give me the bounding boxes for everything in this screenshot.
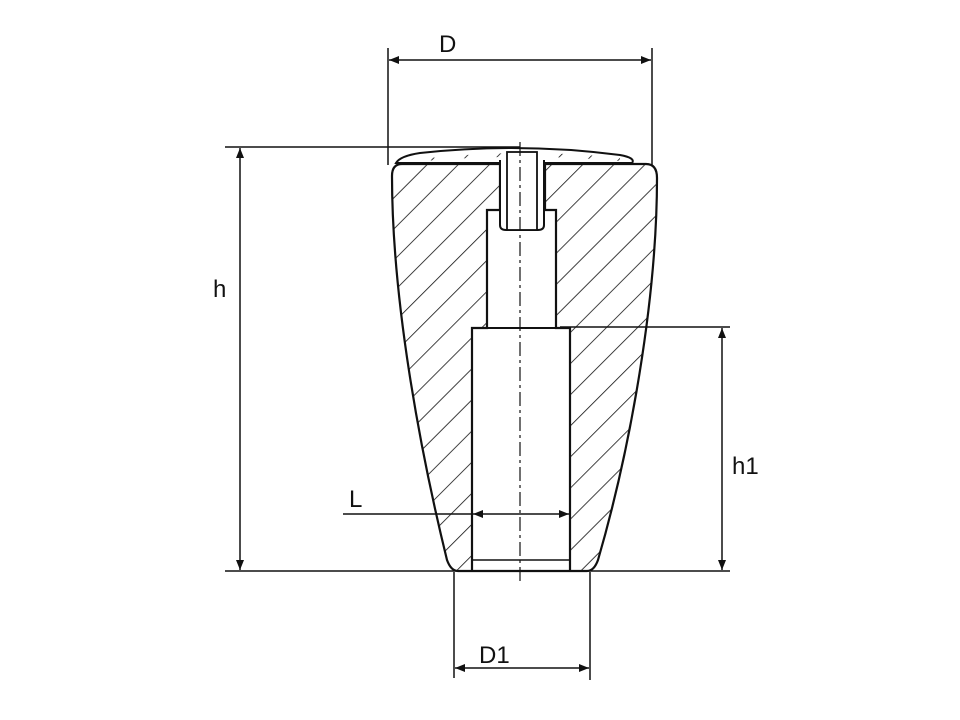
top-cap-hatch xyxy=(412,152,620,162)
d1-label: D1 xyxy=(479,642,510,669)
insert-bore xyxy=(506,151,538,231)
l-label: L xyxy=(349,486,362,513)
d-label: D xyxy=(439,31,456,58)
h-label: h xyxy=(213,276,226,303)
h1-label: h1 xyxy=(732,453,759,480)
